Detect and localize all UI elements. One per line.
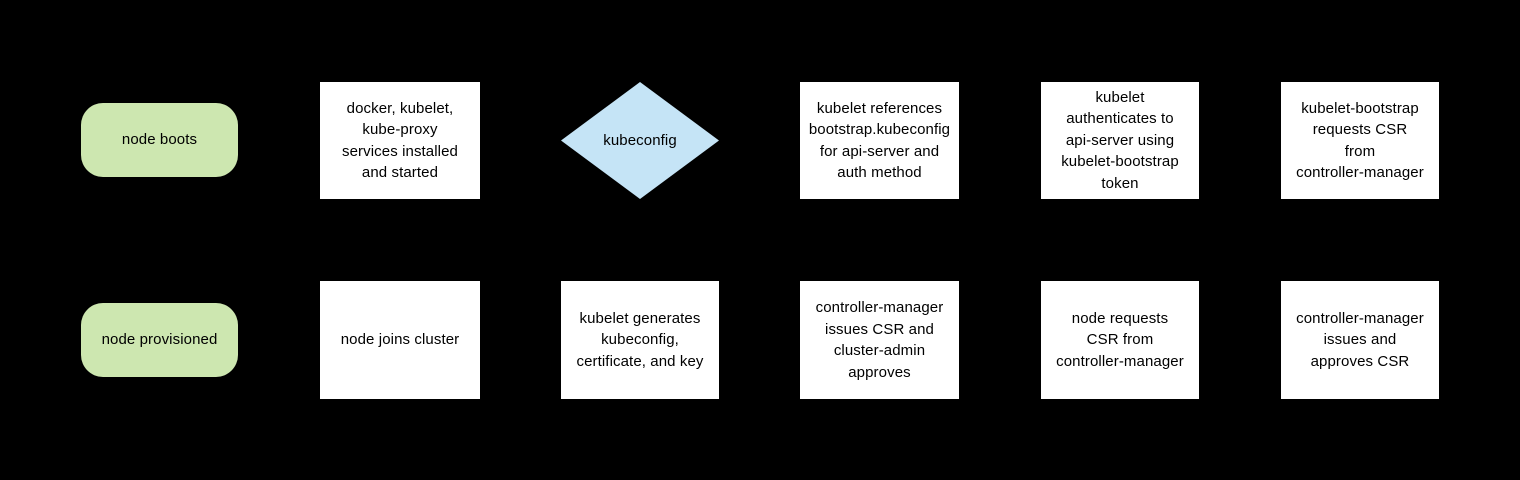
flow-node-bootstrap-requests-csr[interactable]: kubelet-bootstrap requests CSR from cont… xyxy=(1281,82,1439,199)
flow-node-label: docker, kubelet, kube-proxy services ins… xyxy=(341,99,458,182)
flow-node-kubeconfig[interactable]: kubeconfig xyxy=(561,82,719,199)
flow-node-services-installed[interactable]: docker, kubelet, kube-proxy services ins… xyxy=(320,82,480,199)
flow-node-label: kubelet references bootstrap.kubeconfig … xyxy=(808,99,951,182)
flow-node-label: node requests CSR from controller-manage… xyxy=(1056,309,1184,370)
flow-node-node-requests-csr[interactable]: node requests CSR from controller-manage… xyxy=(1041,281,1199,399)
flow-node-label: node joins cluster xyxy=(340,331,460,349)
flow-node-label: controller-manager issues CSR and cluste… xyxy=(815,299,944,381)
flow-node-label: node boots xyxy=(121,131,198,149)
flow-node-label: controller-manager issues and approves C… xyxy=(1296,309,1424,370)
flow-node-node-provisioned[interactable]: node provisioned xyxy=(81,303,238,377)
flow-node-kubelet-references[interactable]: kubelet references bootstrap.kubeconfig … xyxy=(800,82,959,199)
flow-node-kubelet-generates[interactable]: kubelet generates kubeconfig, certificat… xyxy=(561,281,719,399)
flow-node-label: kubelet-bootstrap requests CSR from cont… xyxy=(1296,99,1424,182)
flow-node-node-boots[interactable]: node boots xyxy=(81,103,238,177)
flow-node-cm-issues-approves[interactable]: controller-manager issues and approves C… xyxy=(1281,281,1439,399)
flow-node-label: kubeconfig xyxy=(603,131,677,149)
flow-node-label: kubelet generates kubeconfig, certificat… xyxy=(576,309,704,370)
flow-node-kubelet-authenticates[interactable]: kubelet authenticates to api-server usin… xyxy=(1041,82,1199,199)
flow-node-label: node provisioned xyxy=(101,331,218,349)
flow-node-label: kubelet authenticates to api-server usin… xyxy=(1061,88,1179,192)
flow-node-cm-issues-csr[interactable]: controller-manager issues CSR and cluste… xyxy=(800,281,959,399)
flow-node-node-joins-cluster[interactable]: node joins cluster xyxy=(320,281,480,399)
